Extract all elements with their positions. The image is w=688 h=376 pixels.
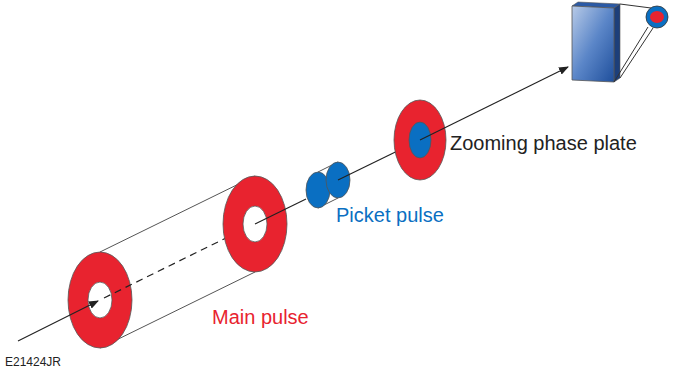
main-pulse-label: Main pulse [212,306,309,328]
target-spot [650,11,664,23]
focus-line [620,4,651,8]
beam-axis [420,67,568,140]
beam-axis [255,199,306,224]
ring-hole [88,282,112,318]
plate-label: Zooming phase plate [450,132,637,154]
picket-pulse-label: Picket pulse [336,204,444,226]
focus-line [620,28,653,78]
beam-axis [18,301,98,341]
focus-line [614,27,648,82]
main-pulse-ring [68,252,132,348]
target [646,6,668,28]
figure-code: E21424JR [5,356,61,369]
zooming-phase-plate [572,6,614,82]
beam-axis-hidden [104,235,232,298]
plate-edge [614,4,620,82]
